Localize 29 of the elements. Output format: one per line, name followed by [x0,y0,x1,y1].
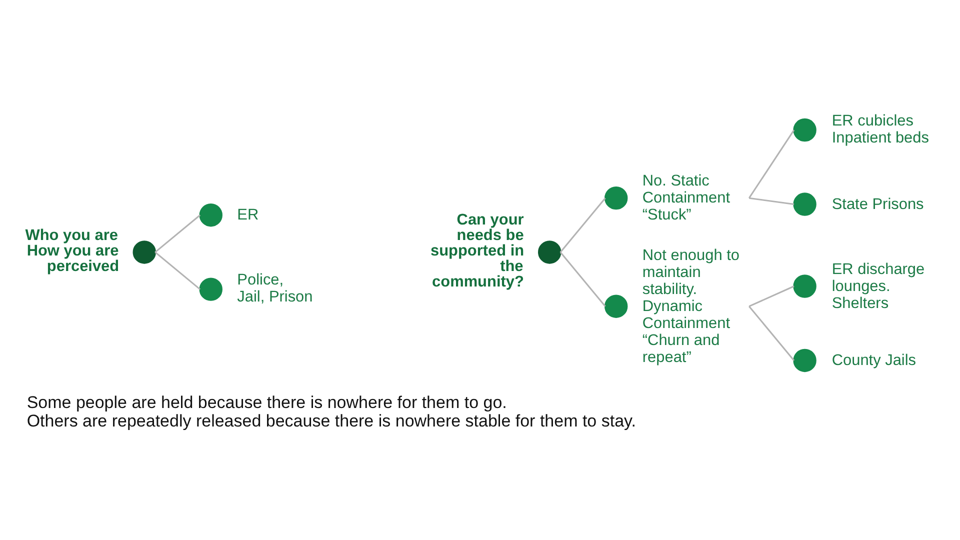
node-label: ER [237,206,259,224]
node-label: ER discharge lounges. Shelters [832,260,925,312]
connector [154,252,201,290]
node-circle [793,118,816,142]
node-label: State Prisons [832,196,924,213]
connector [749,197,794,206]
connector [154,214,201,253]
node-circle [793,274,816,298]
node-circle [199,204,222,227]
node-text: No. Static Containment “Stuck” [642,172,730,224]
node-circle [538,240,562,264]
connector [748,130,795,198]
node-label: ER cubicles Inpatient beds [832,112,929,146]
node-label: Can your needs be supported in the community? [430,211,524,290]
connector [560,252,606,307]
node-label: Who you are How you are perceived [25,226,120,275]
connector [748,306,795,361]
node-circle [604,294,628,318]
node-text: Not enough to maintain stability. Dynamic Containment “Churn and repeat” [642,246,740,366]
caption: Some people are held because there is nowhere for them to go. Others are repeatedly released because there is nowhere stable for them to stay. [26,393,636,431]
node-circle [604,186,628,210]
node-circle [793,192,816,216]
connector [748,286,794,308]
node-label: Police, Jail, Prison [237,272,313,306]
node-label: County Jails [832,352,916,370]
node-circle [199,278,222,301]
connector [560,198,606,253]
node-circle [793,348,816,372]
node-circle [132,240,156,264]
